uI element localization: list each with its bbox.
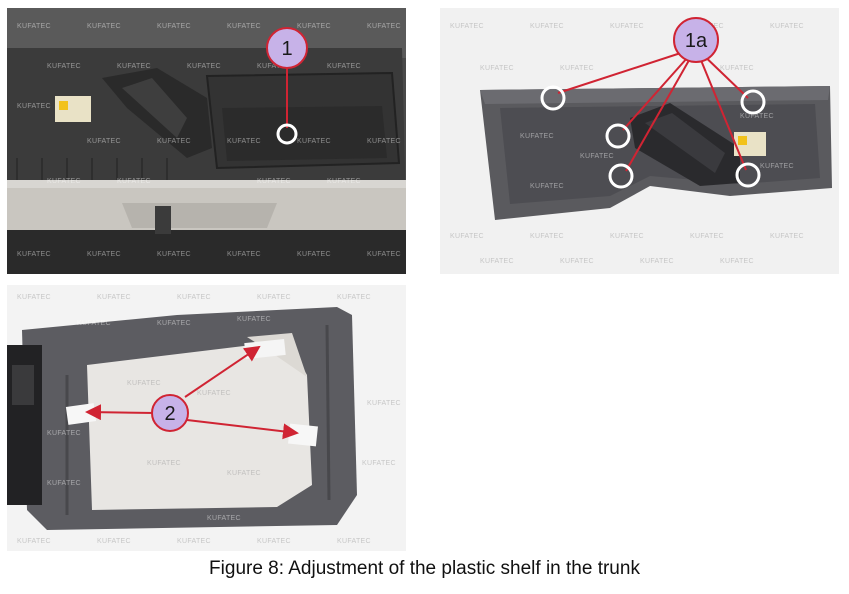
svg-text:KUFATEC: KUFATEC	[257, 178, 291, 185]
photo-shelf-fasteners: KUFATEC KUFATEC KUFATEC KUFATEC KUFATEC KUF…	[440, 8, 839, 274]
svg-text:KUFATEC: KUFATEC	[17, 23, 51, 30]
photo-trunk-overview-image: KUFATEC KUFATEC KUFATEC KUFATEC KUFATEC KUFA…	[7, 8, 406, 274]
svg-text:KUFATEC: KUFATEC	[87, 138, 121, 145]
svg-text:KUFATEC: KUFATEC	[47, 480, 81, 487]
svg-text:KUFATEC: KUFATEC	[157, 251, 191, 258]
svg-text:KUFATEC: KUFATEC	[327, 63, 361, 70]
figure-caption: Figure 8: Adjustment of the plastic shel…	[209, 558, 640, 579]
svg-text:KUFATEC: KUFATEC	[117, 178, 151, 185]
svg-text:KUFATEC: KUFATEC	[257, 538, 291, 545]
marker-ring	[605, 123, 631, 149]
svg-text:KUFATEC: KUFATEC	[257, 294, 291, 301]
svg-text:KUFATEC: KUFATEC	[337, 294, 371, 301]
svg-text:KUFATEC: KUFATEC	[720, 258, 754, 265]
svg-text:KUFATEC: KUFATEC	[450, 23, 484, 30]
svg-text:KUFATEC: KUFATEC	[530, 23, 564, 30]
svg-text:KUFATEC: KUFATEC	[760, 163, 794, 170]
svg-text:KUFATEC: KUFATEC	[770, 233, 804, 240]
callout-2-arrows	[85, 345, 299, 440]
svg-text:KUFATEC: KUFATEC	[77, 320, 111, 327]
svg-text:KUFATEC: KUFATEC	[297, 23, 331, 30]
callout-badge-1	[266, 27, 308, 69]
svg-text:KUFATEC: KUFATEC	[530, 233, 564, 240]
marker-ring	[608, 163, 634, 189]
callout-label-1: 1	[281, 38, 292, 60]
svg-text:KUFATEC: KUFATEC	[367, 251, 401, 258]
marker-ring	[735, 162, 761, 188]
svg-text:KUFATEC: KUFATEC	[87, 23, 121, 30]
svg-text:KUFATEC: KUFATEC	[580, 153, 614, 160]
photo-shelf-fasteners-image: KUFATEC KUFATEC KUFATEC KUFATEC KUFATEC KUF…	[440, 8, 839, 274]
svg-text:KUFATEC: KUFATEC	[610, 233, 644, 240]
svg-text:KUFATEC: KUFATEC	[227, 23, 261, 30]
svg-text:KUFATEC: KUFATEC	[157, 138, 191, 145]
svg-text:KUFATEC: KUFATEC	[127, 380, 161, 387]
svg-text:KUFATEC: KUFATEC	[147, 460, 181, 467]
svg-text:KUFATEC: KUFATEC	[17, 251, 51, 258]
svg-text:KUFATEC: KUFATEC	[17, 294, 51, 301]
svg-text:KUFATEC: KUFATEC	[157, 320, 191, 327]
marker-ring	[276, 123, 298, 145]
svg-text:KUFATEC: KUFATEC	[362, 460, 396, 467]
svg-text:KUFATEC: KUFATEC	[560, 65, 594, 72]
svg-text:KUFATEC: KUFATEC	[690, 233, 724, 240]
marker-ring	[740, 89, 766, 115]
svg-text:KUFATEC: KUFATEC	[117, 63, 151, 70]
svg-text:KUFATEC: KUFATEC	[520, 133, 554, 140]
svg-text:KUFATEC: KUFATEC	[237, 316, 271, 323]
svg-text:KUFATEC: KUFATEC	[720, 65, 754, 72]
svg-text:KUFATEC: KUFATEC	[740, 113, 774, 120]
svg-text:KUFATEC: KUFATEC	[177, 538, 211, 545]
callout-1a-lines	[557, 47, 749, 172]
svg-text:KUFATEC: KUFATEC	[97, 294, 131, 301]
photo-trunk-overview: KUFATEC KUFATEC KUFATEC KUFATEC KUFATEC KUFA…	[7, 8, 406, 274]
svg-text:KUFATEC: KUFATEC	[17, 103, 51, 110]
svg-text:KUFATEC: KUFATEC	[97, 538, 131, 545]
svg-text:KUFATEC: KUFATEC	[530, 183, 564, 190]
svg-text:KUFATEC: KUFATEC	[157, 23, 191, 30]
callout-badge-1a	[673, 17, 719, 63]
svg-text:KUFATEC: KUFATEC	[337, 538, 371, 545]
svg-text:KUFATEC: KUFATEC	[207, 515, 241, 522]
svg-text:KUFATEC: KUFATEC	[17, 538, 51, 545]
svg-text:KUFATEC: KUFATEC	[367, 23, 401, 30]
svg-text:KUFATEC: KUFATEC	[297, 251, 331, 258]
svg-text:KUFATEC: KUFATEC	[227, 470, 261, 477]
marker-ring	[540, 85, 566, 111]
callout-label-2: 2	[164, 403, 175, 425]
photo-shelf-underside-image: KUFATEC KUFATEC KUFATEC KUFATEC KUFATEC KUF…	[7, 285, 406, 551]
svg-text:KUFATEC: KUFATEC	[257, 63, 291, 70]
svg-text:KUFATEC: KUFATEC	[227, 138, 261, 145]
photo-shelf-underside: KUFATEC KUFATEC KUFATEC KUFATEC KUFATEC KUF…	[7, 285, 406, 551]
svg-text:KUFATEC: KUFATEC	[227, 251, 261, 258]
svg-text:KUFATEC: KUFATEC	[297, 138, 331, 145]
svg-text:KUFATEC: KUFATEC	[187, 63, 221, 70]
svg-text:KUFATEC: KUFATEC	[770, 23, 804, 30]
svg-text:KUFATEC: KUFATEC	[480, 65, 514, 72]
svg-text:KUFATEC: KUFATEC	[367, 138, 401, 145]
svg-text:KUFATEC: KUFATEC	[640, 258, 674, 265]
svg-text:KUFATEC: KUFATEC	[327, 178, 361, 185]
svg-text:KUFATEC: KUFATEC	[47, 178, 81, 185]
svg-text:KUFATEC: KUFATEC	[47, 430, 81, 437]
callout-badge-2	[151, 394, 189, 432]
callout-label-1a: 1a	[685, 30, 708, 52]
svg-text:KUFATEC: KUFATEC	[560, 258, 594, 265]
svg-text:KUFATEC: KUFATEC	[177, 294, 211, 301]
svg-text:KUFATEC: KUFATEC	[480, 258, 514, 265]
svg-text:KUFATEC: KUFATEC	[87, 251, 121, 258]
svg-text:KUFATEC: KUFATEC	[197, 390, 231, 397]
svg-text:KUFATEC: KUFATEC	[610, 23, 644, 30]
svg-text:KUFATEC: KUFATEC	[47, 63, 81, 70]
svg-text:KUFATEC: KUFATEC	[450, 233, 484, 240]
svg-text:KUFATEC: KUFATEC	[367, 400, 401, 407]
